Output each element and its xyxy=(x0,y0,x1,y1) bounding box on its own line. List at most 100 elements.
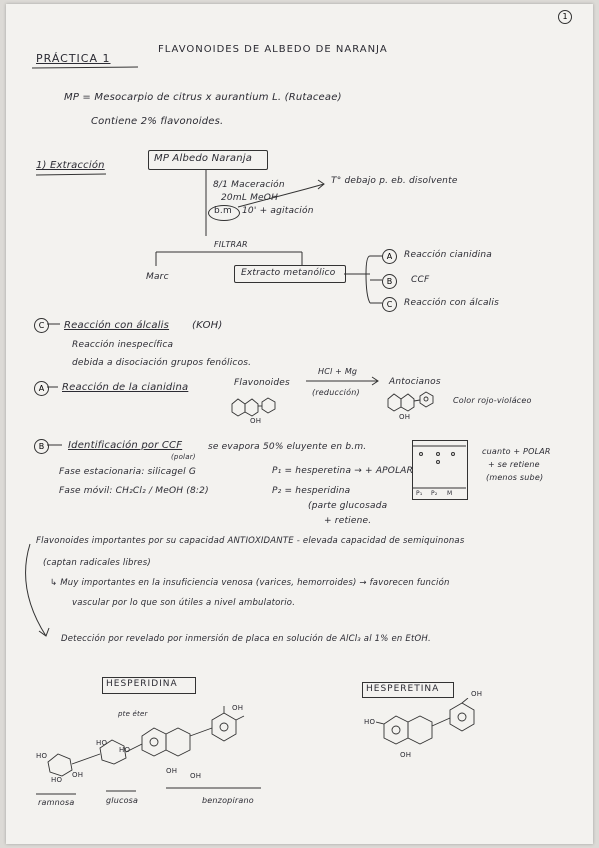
reagent-bottom: (reducción) xyxy=(312,388,360,397)
importance-line-3: ↳ Muy importantes en la insuficiencia ve… xyxy=(50,578,450,588)
detection-arrowhead xyxy=(38,627,50,637)
stationary-phase: Fase estacionaria: silicagel G xyxy=(59,467,197,477)
pte-eter-label: pte éter xyxy=(118,710,148,718)
product-label: Antocianos xyxy=(389,377,441,387)
flavonoid-structure xyxy=(231,397,276,417)
hesperetina-label-3: OH xyxy=(400,751,412,759)
plate-label-m: M xyxy=(447,490,453,497)
filter-label: FILTRAR xyxy=(214,240,248,249)
intro-line-1: MP = Mesocarpio de citrus x aurantium L.… xyxy=(64,92,342,103)
agitation-label: 10' + agitación xyxy=(242,206,314,216)
mp-box-label: MP Albedo Naranja xyxy=(154,153,253,164)
ccf-desc: se evapora 50% eluyente en b.m. xyxy=(208,442,367,452)
hesperidina-structure xyxy=(47,706,245,777)
option-a-text: Reacción cianidina xyxy=(404,250,492,260)
hesperidina-aromatic-a xyxy=(149,737,159,747)
mobile-phase: Fase móvil: CH₂Cl₂ / MeOH (8:2) xyxy=(59,486,209,496)
options-brace xyxy=(365,255,371,304)
anthocyanin-ring-b xyxy=(419,391,434,408)
arrow-note: T° debajo p. eb. disolvente xyxy=(331,176,458,186)
plate-spot-p1 xyxy=(419,452,423,456)
page-number: 1 xyxy=(562,12,568,21)
p2-note-2: + retiene. xyxy=(324,516,372,526)
anthocyanin-aromatic xyxy=(423,396,429,402)
intro-line-2: Contiene 2% flavonoides. xyxy=(91,116,224,127)
option-a-letter: A xyxy=(386,252,393,261)
importance-line-1: Flavonoides importantes por su capacidad… xyxy=(36,536,465,546)
reaction-c-line-2: debida a disociación grupos fenólicos. xyxy=(72,358,252,368)
bm-arrowhead xyxy=(317,179,325,190)
oh-label-2: OH xyxy=(399,413,411,421)
bm-circle xyxy=(208,205,240,221)
hesperetina-title-box xyxy=(362,682,454,698)
ramnosa-glucosa-bond xyxy=(71,753,101,765)
option-c-circle: C xyxy=(382,297,397,312)
reaction-c-circle: C xyxy=(34,318,49,333)
plate-spot-p2-b xyxy=(436,452,440,456)
hesperetina-oh-bond xyxy=(461,698,469,704)
hesperidina-label-1: HO xyxy=(36,752,48,760)
page-title: FLAVONOIDES DE ALBEDO DE NARANJA xyxy=(158,44,388,55)
hesperetina-title: HESPERETINA xyxy=(366,684,440,694)
practice-underline xyxy=(31,66,139,69)
plate-label-p2: P₂ xyxy=(431,490,438,497)
hesperetina-label-1: HO xyxy=(364,718,376,726)
reaction-c-reagent: (KOH) xyxy=(192,320,223,331)
importance-line-2: (captan radicales libres) xyxy=(43,558,151,568)
hesperidina-label-2: HO xyxy=(96,739,108,747)
flavonoides-label: Flavonoides xyxy=(234,378,290,388)
reaction-a-letter: A xyxy=(38,384,45,393)
hesperetina-ring-c xyxy=(407,715,433,745)
meoh-label: 20mL MeOH xyxy=(221,193,279,203)
reaction-c-line-1: Reacción inespecífica xyxy=(72,340,174,350)
hesperidina-title: HESPERIDINA xyxy=(106,679,178,689)
mp-box xyxy=(148,150,268,170)
hesperidina-label-4: OH xyxy=(72,771,84,779)
hesperetina-aromatic-b xyxy=(457,712,467,722)
option-b-circle: B xyxy=(382,274,397,289)
plate-spot-p2-a xyxy=(436,460,440,464)
benzopirano-label: benzopirano xyxy=(202,796,254,805)
p1-label: P₁ = hesperetina → + APOLAR xyxy=(272,466,414,476)
reaction-a-circle: A xyxy=(34,381,49,396)
ccf-polar: (polar) xyxy=(171,453,196,461)
reaction-c-heading: Reacción con álcalis xyxy=(64,320,170,331)
ramnosa-label: ramnosa xyxy=(38,798,75,807)
hesperetina-ring-a xyxy=(383,715,409,745)
flavonoid-ring-a xyxy=(231,398,246,417)
option-c-text: Reacción con álcalis xyxy=(404,298,499,308)
hesperetina-aromatic-a xyxy=(391,725,401,735)
flavonoid-ring-c xyxy=(244,398,259,417)
importance-line-4: vascular por lo que son útiles a nivel a… xyxy=(72,598,296,608)
bm-label: b.m xyxy=(214,206,232,216)
anthocyanin-ring-c xyxy=(400,393,415,412)
bm-arrow xyxy=(237,183,325,208)
ccf-right-note-3: (menos sube) xyxy=(486,473,544,482)
plate-spot-m xyxy=(451,452,455,456)
option-a-circle: A xyxy=(382,249,397,264)
ccf-right-note-2: + se retiene xyxy=(488,460,540,469)
reaction-c-letter: C xyxy=(38,321,45,330)
ink-drawings xyxy=(25,66,466,795)
p2-label: P₂ = hesperidina xyxy=(272,486,351,496)
hesperetina-ring-b xyxy=(449,702,475,732)
practice-heading: PRÁCTICA 1 xyxy=(36,52,111,65)
anthocyanin-bond xyxy=(413,399,421,402)
ccf-letter: B xyxy=(38,442,45,451)
option-b-letter: B xyxy=(386,277,393,286)
option-b-text: CCF xyxy=(411,275,430,285)
hesperidina-label-5: OH xyxy=(232,704,244,712)
option-c-letter: C xyxy=(386,300,393,309)
notebook-page: 1 PRÁCTICA 1 FLAVONOIDES DE ALBEDO DE NA… xyxy=(6,4,593,844)
glucosa-benzopirano-bond xyxy=(125,743,143,753)
anthocyanin-ring-a xyxy=(387,393,402,412)
hesperidina-b-bond xyxy=(189,727,213,737)
ccf-right-note-1: cuanto + POLAR xyxy=(482,447,551,456)
detection-line: Detección por revelado por inmersión de … xyxy=(61,634,431,644)
hesperidina-ring-b xyxy=(211,712,237,742)
ramnosa-ring xyxy=(47,753,73,777)
benzopirano-ring-a xyxy=(141,727,167,757)
flavonoid-ring-b xyxy=(261,397,276,414)
anthocyanin-structure xyxy=(387,391,434,412)
hesperidina-aromatic-b xyxy=(219,722,229,732)
